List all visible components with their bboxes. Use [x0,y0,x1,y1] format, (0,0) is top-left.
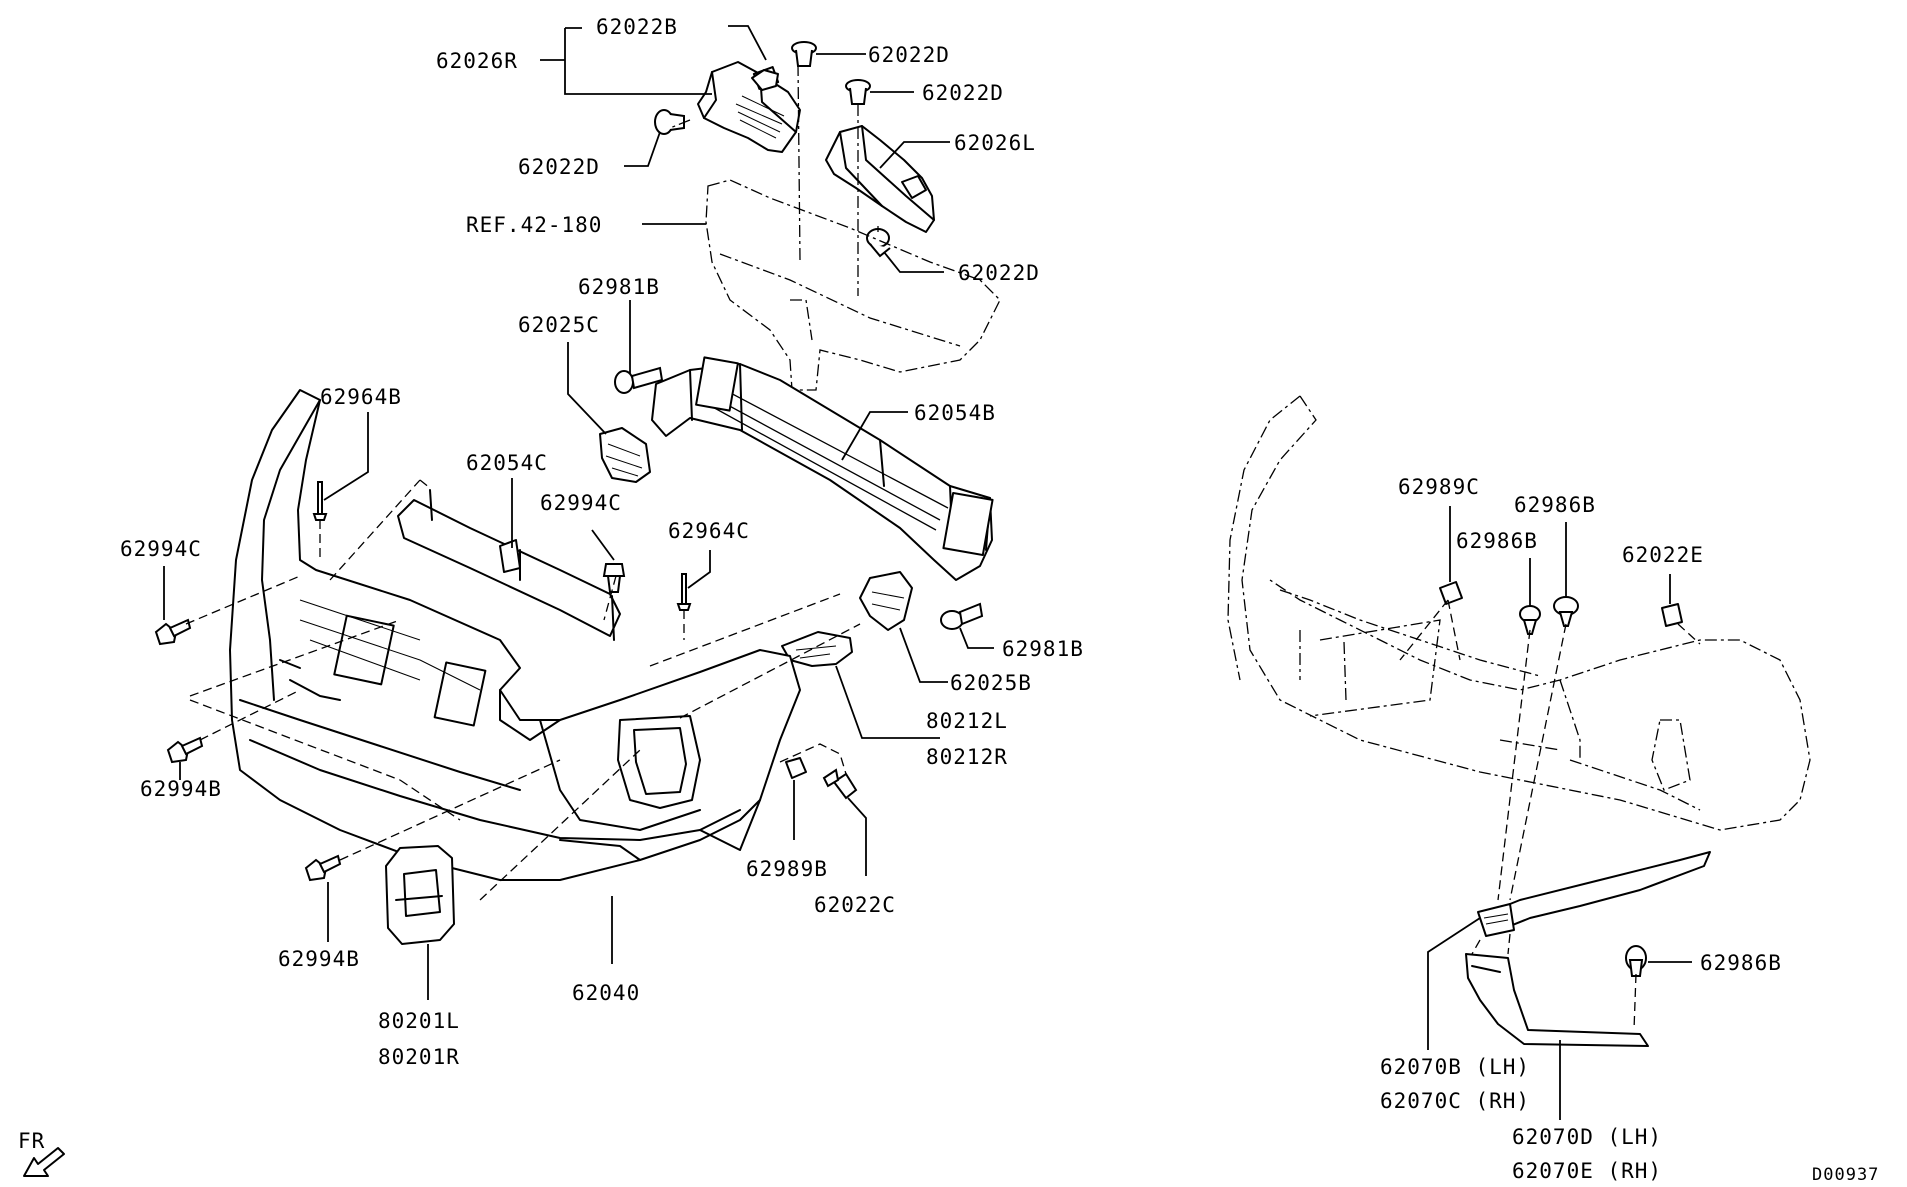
label-62022D-second: 62022D [922,81,1004,105]
front-direction-arrow-icon [23,1147,65,1177]
push-clip-62022D-second [845,79,871,105]
label-62981B-upper: 62981B [578,275,660,299]
label-62022B: 62022B [596,15,678,39]
label-62070B-lh: 62070B (LH) [1380,1055,1530,1079]
label-62070E-rh: 62070E (RH) [1512,1159,1662,1183]
label-62964B: 62964B [320,385,402,409]
bracket-62026R [697,61,801,153]
label-62994C-right: 62994C [540,491,622,515]
label-62022C: 62022C [814,893,896,917]
push-clip-62022D-lower [866,228,891,258]
label-62994C-left: 62994C [120,537,202,561]
label-80212R: 80212R [926,745,1008,769]
label-62989B: 62989B [746,857,828,881]
bolt-62994C-right [602,563,626,593]
pin-62964B [312,481,328,521]
push-clip-62022D-top [791,41,817,67]
label-62994B-lower: 62994B [278,947,360,971]
label-62040: 62040 [572,981,640,1005]
bolt-62994B-lower [304,854,342,882]
clip-62986B-left [1519,605,1541,635]
reference-panel-42-180 [705,179,1001,391]
label-62026R: 62026R [436,49,518,73]
label-62026L: 62026L [954,131,1036,155]
bolt-62981B-lower [940,602,984,630]
label-62986B-left: 62986B [1456,529,1538,553]
bracket-80212 [781,631,853,667]
label-front: FR [18,1129,45,1153]
front-bumper-62040 [229,389,801,881]
label-62986B-lower: 62986B [1700,951,1782,975]
label-62981B-lower: 62981B [1002,637,1084,661]
label-62070D-lh: 62070D (LH) [1512,1125,1662,1149]
push-clip-62022D-left [654,109,685,135]
label-62022E: 62022E [1622,543,1704,567]
clip-62989B [785,757,807,779]
garnish-62070B [1477,851,1711,937]
installation-lines [185,63,879,901]
label-62025C: 62025C [518,313,600,337]
clip-62022B [751,69,779,91]
retainer-62054C [397,489,621,641]
pin-62964C [676,573,692,611]
label-62964C: 62964C [668,519,750,543]
reinforcement-62054B [651,356,994,581]
bracket-62026L [825,125,935,233]
label-62022D-top: 62022D [868,43,950,67]
leader-lines [163,25,1692,1120]
label-62022D-left: 62022D [518,155,600,179]
label-80212L: 80212L [926,709,1008,733]
clip-62986B-right [1553,596,1579,627]
clip-62986B-lower [1625,945,1647,977]
label-62054B: 62054B [914,401,996,425]
label-62989C: 62989C [1398,475,1480,499]
label-62054C: 62054C [466,451,548,475]
label-62070C-rh: 62070C (RH) [1380,1089,1530,1113]
clip-62989C [1439,581,1463,605]
label-62986B-right: 62986B [1514,493,1596,517]
part-number-labels: 62022B 62026R 62022D 62022D 62022D 62026… [18,15,1879,1185]
clip-62022E [1661,603,1683,627]
bolt-62994B-left [166,736,204,764]
label-62025B: 62025B [950,671,1032,695]
label-80201R: 80201R [378,1045,460,1069]
lamp-bezel-80201 [385,845,455,945]
bolt-62981B-upper [614,366,664,394]
clip-62022C [822,768,858,800]
garnish-62070D [1465,953,1649,1047]
absorber-62025B [859,571,913,631]
label-62994B-left: 62994B [140,777,222,801]
label-62022D-lower: 62022D [958,261,1040,285]
label-80201L: 80201L [378,1009,460,1033]
rear-view-bumper-assembly [1227,395,1811,831]
drawing-id: D00937 [1812,1165,1879,1185]
label-ref-42-180: REF.42-180 [466,213,602,237]
bolt-62994C-left [154,618,192,646]
rh-installation-lines [1399,599,1701,1031]
absorber-62025C [599,427,651,483]
